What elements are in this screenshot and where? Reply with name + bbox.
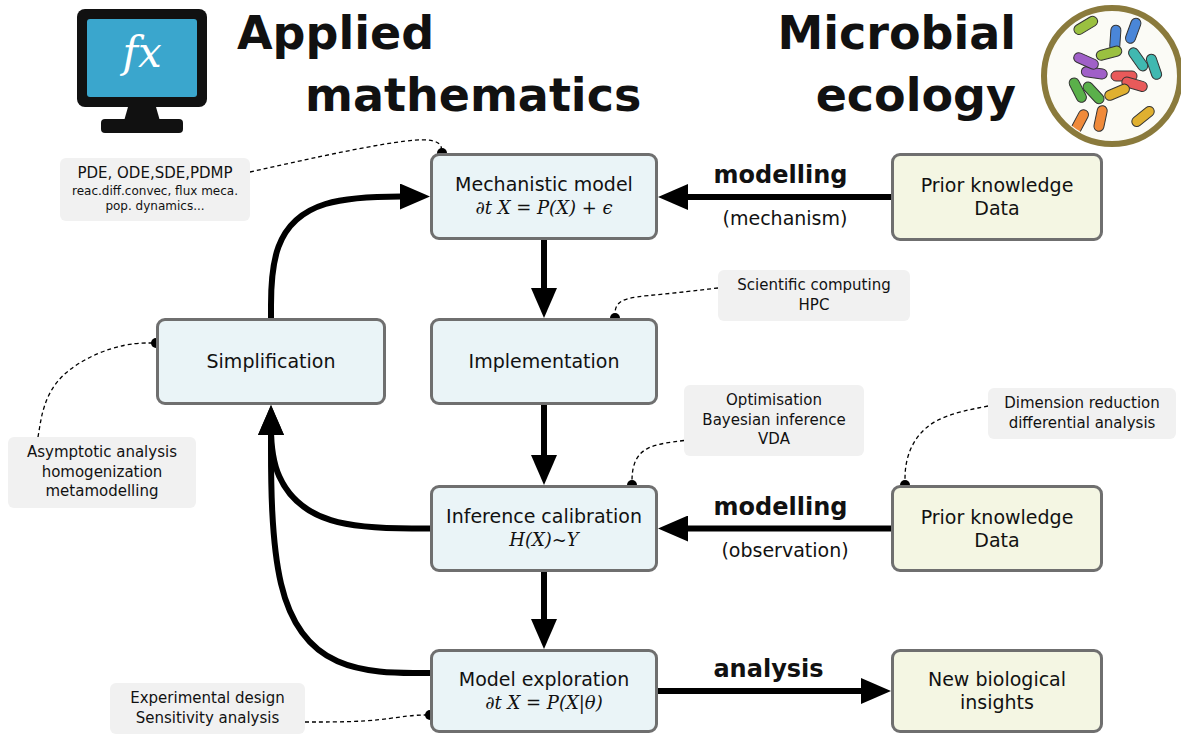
microbe-cell — [1124, 17, 1142, 45]
connector-layer — [38, 140, 988, 722]
node-subtext: ∂t X = P(X) + ϵ — [475, 196, 612, 219]
petri-dish — [1044, 8, 1180, 144]
node-text: Scientific computing HPC — [726, 276, 902, 315]
leader-line — [615, 288, 718, 318]
node-text: Prior knowledge Data — [902, 506, 1092, 552]
node-text: Simplification — [207, 350, 336, 373]
flow-arrow — [541, 405, 547, 473]
node-text: Asymptotic analysis homogenization metam… — [16, 443, 188, 502]
flow-note: (mechanism) — [685, 207, 885, 229]
process-box: Simplification — [156, 318, 386, 405]
leader-line — [250, 140, 442, 172]
section-heading: Applied mathematics — [237, 2, 745, 126]
note-box: Optimisation Bayesian inference VDA — [684, 385, 864, 456]
leader-dots — [151, 148, 910, 720]
process-box: Mechanistic model∂t X = P(X) + ϵ — [430, 153, 658, 240]
leader-line — [632, 441, 684, 486]
node-subtext: reac.diff.convec, flux meca. pop. dynami… — [68, 184, 242, 215]
microbe-cell — [1072, 51, 1100, 71]
microbe-cell — [1072, 14, 1099, 36]
note-box: Experimental design Sensitivity analysis — [110, 683, 305, 734]
microbe-icon — [1044, 8, 1180, 144]
monitor-screen — [87, 19, 197, 97]
node-text: Optimisation Bayesian inference VDA — [692, 391, 856, 450]
microbe-cell — [1093, 105, 1108, 133]
microbe-cell — [1095, 45, 1123, 61]
node-text: Dimension reduction differential analysi… — [996, 394, 1168, 433]
microbe-group — [1067, 14, 1163, 135]
node-text: Mechanistic model — [455, 173, 633, 196]
process-box: Implementation — [430, 318, 658, 405]
node-text: Implementation — [469, 350, 620, 373]
flow-arrow — [541, 240, 547, 306]
edge-label: modelling — [710, 161, 852, 189]
edge-label: modelling — [710, 493, 852, 521]
flow-arrow — [271, 417, 430, 673]
leader-line — [305, 715, 430, 722]
result-box: New biological insights — [891, 649, 1103, 733]
process-box: Model exploration∂t X = P(X|θ) — [430, 649, 658, 733]
node-subtext: H(X)~Y — [509, 528, 579, 551]
microbe-cell — [1067, 76, 1088, 104]
monitor-neck — [124, 107, 160, 121]
icon-label: fx — [87, 28, 197, 77]
node-subtext: ∂t X = P(X|θ) — [485, 691, 602, 714]
node-text: New biological insights — [902, 668, 1092, 714]
note-box: Scientific computing HPC — [718, 270, 910, 321]
flow-arrow — [670, 526, 891, 532]
microbe-cell — [1069, 108, 1090, 136]
node-text: PDE, ODE,SDE,PDMP — [77, 164, 232, 184]
flow-arrow — [271, 197, 418, 319]
monitor-frame — [77, 9, 207, 107]
leader-line — [38, 343, 156, 437]
note-box: PDE, ODE,SDE,PDMPreac.diff.convec, flux … — [60, 158, 250, 221]
flow-arrow — [670, 194, 891, 200]
leader-line — [905, 406, 988, 485]
flow-arrow — [541, 572, 547, 637]
node-text: Model exploration — [459, 668, 630, 691]
section-heading: Microbial ecology — [700, 2, 1016, 126]
source-box: Prior knowledge Data — [891, 153, 1103, 241]
process-box: Inference calibrationH(X)~Y — [430, 485, 658, 572]
note-box: Dimension reduction differential analysi… — [988, 388, 1176, 439]
microbe-cell — [1130, 104, 1156, 128]
node-text: Prior knowledge Data — [902, 174, 1092, 220]
node-text: Inference calibration — [446, 505, 642, 528]
flow-note: (observation) — [685, 539, 885, 561]
computer-icon — [77, 9, 207, 133]
flow-arrow — [271, 417, 430, 529]
edge-label: analysis — [709, 655, 827, 683]
microbe-cell — [1145, 53, 1163, 81]
node-text: Experimental design Sensitivity analysis — [118, 689, 297, 728]
monitor-base — [101, 119, 183, 133]
flow-arrow — [658, 688, 879, 694]
note-box: Asymptotic analysis homogenization metam… — [8, 437, 196, 508]
source-box: Prior knowledge Data — [891, 485, 1103, 572]
microbe-cell — [1103, 83, 1131, 102]
